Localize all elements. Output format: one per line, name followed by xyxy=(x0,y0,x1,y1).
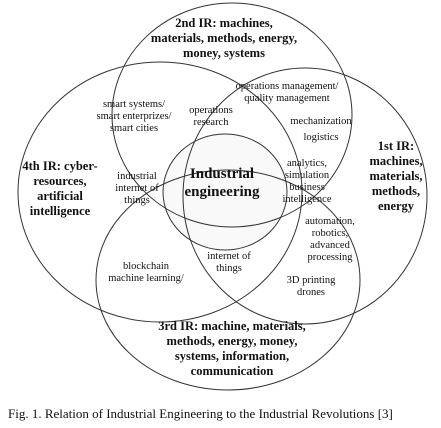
region-smart-systems: smart systems/smart enterprizes/smart ci… xyxy=(97,99,172,134)
ir2-title-line: materials, methods, energy, xyxy=(151,31,297,45)
region-industrial-iot-line: industrial xyxy=(117,171,157,182)
region-automation-line: processing xyxy=(308,252,354,263)
ir3-title-line: 3rd IR: machine, materials, xyxy=(158,319,306,333)
figure-caption: Fig. 1. Relation of Industrial Engineeri… xyxy=(8,406,393,421)
region-industrial-iot-line: things xyxy=(124,195,150,206)
ir3-title-line: methods, energy, money, xyxy=(167,334,298,348)
region-automation-line: robotics, xyxy=(312,228,348,239)
ir3-title-line: systems, information, xyxy=(175,349,289,363)
center-label-line: Industrial xyxy=(190,166,254,182)
region-blockchain-line: blockchain xyxy=(123,261,170,272)
region-automation-line: advanced xyxy=(310,240,350,251)
ir4-title-line: intelligence xyxy=(30,204,91,218)
region-mechanization: mechanization logistics xyxy=(290,116,352,143)
ir1-title-line: materials, xyxy=(369,169,422,183)
region-smart-systems-line: smart cities xyxy=(110,123,158,134)
ir3-circle xyxy=(95,169,361,391)
ir3-title: 3rd IR: machine, materials,methods, ener… xyxy=(158,319,306,378)
ir1-title-line: machines, xyxy=(369,154,422,168)
region-operations-management-line: quality management xyxy=(244,93,330,104)
ir2-title: 2nd IR: machines,materials, methods, ene… xyxy=(151,16,297,60)
ir1-title-line: methods, xyxy=(372,184,420,198)
region-operations-research-line: research xyxy=(194,117,230,128)
ir4-title-line: artificial xyxy=(37,189,83,203)
ir4-title-line: 4th IR: cyber- xyxy=(22,159,97,173)
region-industrial-iot-line: internet of xyxy=(115,183,159,194)
region-internet-of-things-line: things xyxy=(216,263,242,274)
ir2-title-line: money, systems xyxy=(183,46,265,60)
ir2-title-line: 2nd IR: machines, xyxy=(175,16,273,30)
region-automation-line: automation, xyxy=(305,216,355,227)
region-mechanization-line: logistics xyxy=(303,132,338,143)
region-analytics-line: analytics, xyxy=(287,158,327,169)
region-3d-printing-line: drones xyxy=(297,287,325,298)
region-3d-printing-line: 3D printing xyxy=(287,275,336,286)
region-smart-systems-line: smart systems/ xyxy=(103,99,165,110)
region-mechanization-line: mechanization xyxy=(290,116,352,127)
ir1-title-line: energy xyxy=(378,199,415,213)
region-operations-management: operations management/quality management xyxy=(236,81,339,104)
region-smart-systems-line: smart enterprizes/ xyxy=(97,111,172,122)
ir4-circle xyxy=(17,61,303,323)
ir1-title-line: 1st IR: xyxy=(378,139,414,153)
region-analytics-line: simulation xyxy=(285,170,330,181)
center-label: Industrial engineering xyxy=(185,166,260,200)
ir1-circle xyxy=(182,67,428,325)
region-analytics-line: intelligence xyxy=(283,194,332,205)
region-operations-research-line: operations xyxy=(189,105,233,116)
region-internet-of-things-line: internet of xyxy=(207,251,251,262)
ir3-title-line: communication xyxy=(191,364,274,378)
region-operations-management-line: operations management/ xyxy=(236,81,339,92)
center-circle xyxy=(162,133,288,251)
center-label-line: engineering xyxy=(185,184,260,200)
ir1-title: 1st IR:machines,materials,methods,energy xyxy=(369,139,422,213)
ir4-title-line: resources, xyxy=(33,174,86,188)
region-analytics-line: business xyxy=(289,182,325,193)
ir4-title: 4th IR: cyber-resources,artificialintell… xyxy=(22,159,97,218)
region-blockchain-line: machine learning/ xyxy=(108,273,184,284)
ir2-circle xyxy=(111,2,353,228)
